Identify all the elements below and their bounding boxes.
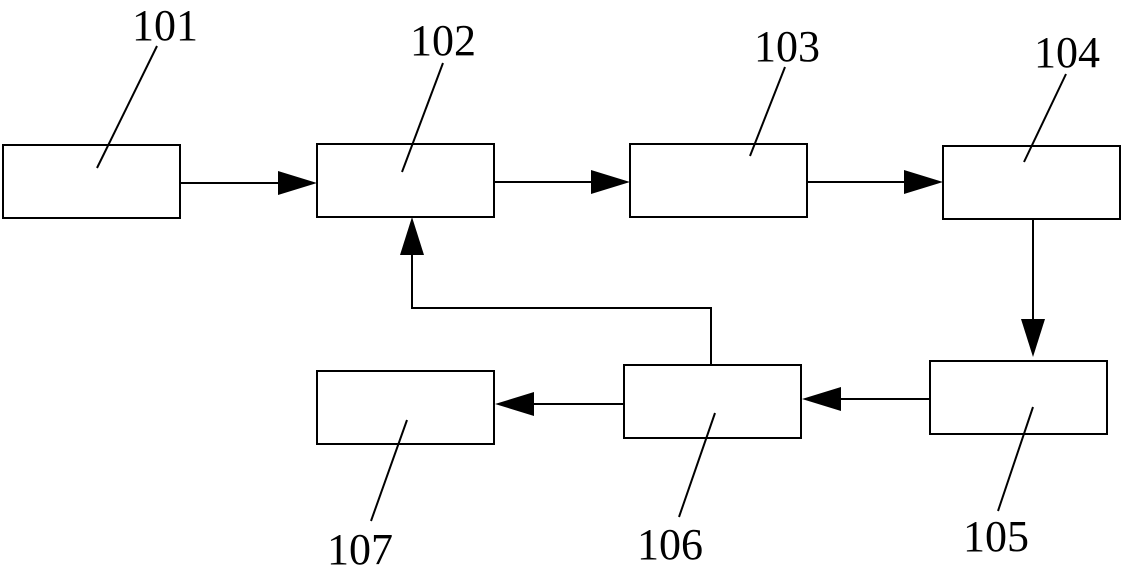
arrow-104-to-105 (1021, 219, 1045, 357)
label-103: 103 (754, 22, 820, 71)
block-103 (629, 143, 808, 218)
label-101: 101 (132, 1, 198, 50)
block-101 (2, 144, 181, 219)
arrow-103-to-104 (807, 170, 943, 194)
arrow-102-to-103 (494, 170, 630, 194)
arrow-105-to-106 (802, 387, 930, 411)
label-104: 104 (1034, 28, 1100, 77)
leader-101 (96, 45, 158, 169)
label-107: 107 (327, 525, 393, 572)
leader-102 (401, 62, 444, 173)
block-107 (316, 370, 495, 445)
arrow-106-to-107 (495, 392, 624, 416)
label-106: 106 (637, 520, 703, 569)
leader-107 (370, 419, 408, 522)
leader-104 (1023, 73, 1067, 163)
block-106 (623, 364, 802, 439)
label-102: 102 (410, 16, 476, 65)
leader-106 (678, 412, 716, 518)
block-102 (316, 143, 495, 218)
arrow-106-to-102 (400, 217, 712, 365)
block-104 (942, 145, 1121, 220)
block-105 (929, 360, 1108, 435)
leader-103 (749, 66, 786, 157)
arrow-101-to-102 (180, 171, 317, 195)
label-105: 105 (963, 512, 1029, 561)
leader-105 (997, 406, 1034, 512)
